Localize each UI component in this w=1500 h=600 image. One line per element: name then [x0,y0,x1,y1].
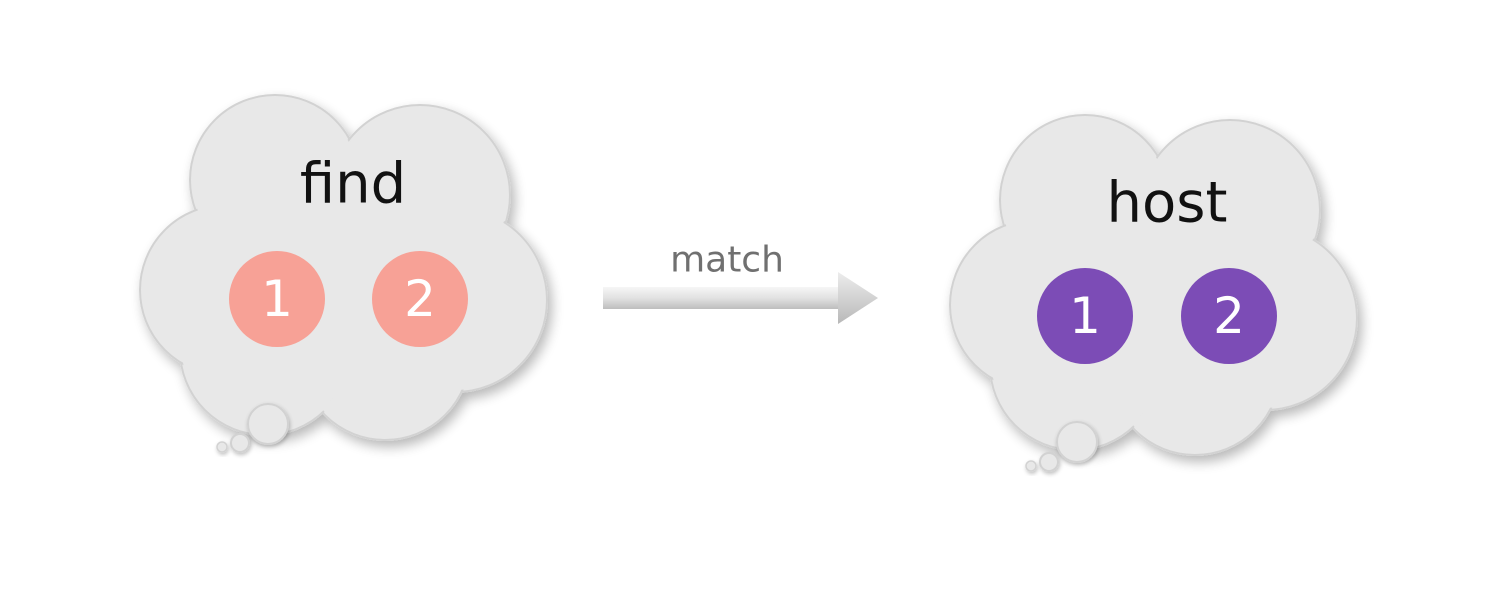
host-cloud-title: host [1107,171,1228,236]
host-badge-1-circle [1037,268,1133,364]
find-badge-1: 1 [229,251,325,347]
host-cloud-bubble-medium [1039,452,1059,472]
find-badge-2: 2 [372,251,468,347]
host-badge-2-circle [1181,268,1277,364]
host-cloud-shape [949,114,1358,456]
host-cloud-bubble-large [1056,421,1098,463]
find-cloud-bubble-medium [230,433,250,453]
find-cloud-shape [139,94,548,441]
host-cloud-bubble-small [1025,460,1037,472]
host-badge-1: 1 [1037,268,1133,364]
host-badge-2: 2 [1181,268,1277,364]
find-thought-cloud: find 1 2 [139,94,548,453]
find-cloud-bubble-small [216,441,228,453]
find-badge-1-label: 1 [261,270,293,328]
host-thought-cloud: host 1 2 [949,114,1358,472]
find-cloud-title: find [300,152,406,217]
match-arrow: match [603,240,878,324]
find-badge-2-label: 2 [404,270,436,328]
find-badge-2-circle [372,251,468,347]
match-arrow-shaft [603,287,845,309]
match-arrow-head [838,272,878,324]
match-arrow-label: match [670,240,784,281]
host-badge-2-label: 2 [1213,287,1245,345]
find-badge-1-circle [229,251,325,347]
host-badge-1-label: 1 [1069,287,1101,345]
find-cloud-bubble-large [247,403,289,445]
